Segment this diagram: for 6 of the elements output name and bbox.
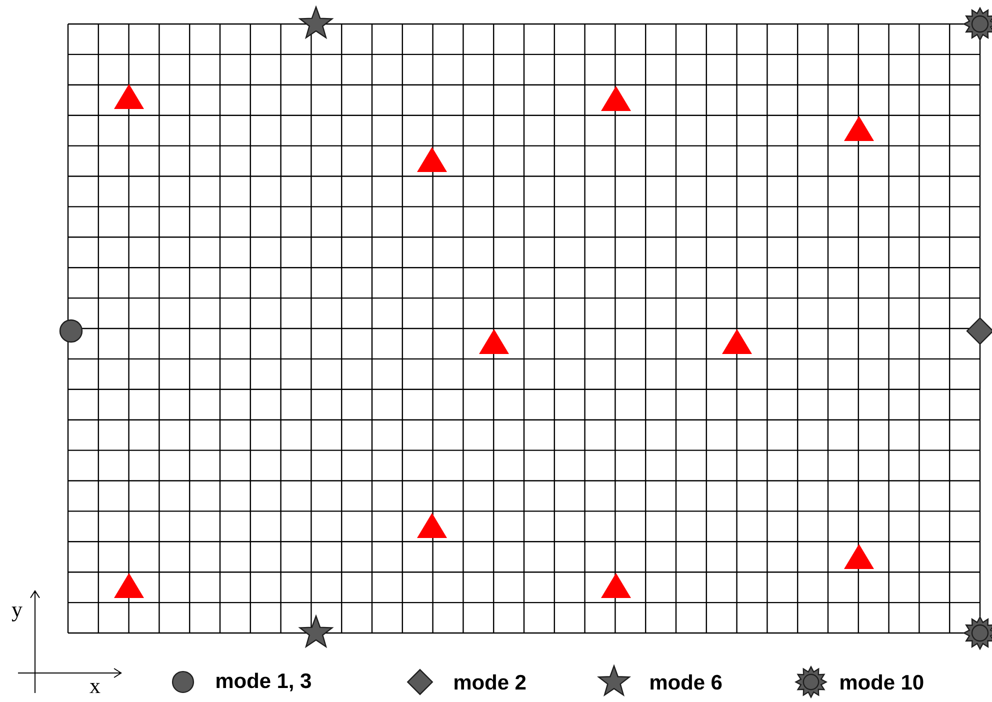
axis-label: x (90, 682, 100, 694)
axis-label: y (12, 606, 22, 622)
legend-label: mode 10 (840, 674, 924, 690)
legend-label: mode 2 (454, 674, 526, 690)
legend-label: mode 6 (650, 674, 722, 690)
legend-label: mode 1, 3 (216, 672, 311, 692)
